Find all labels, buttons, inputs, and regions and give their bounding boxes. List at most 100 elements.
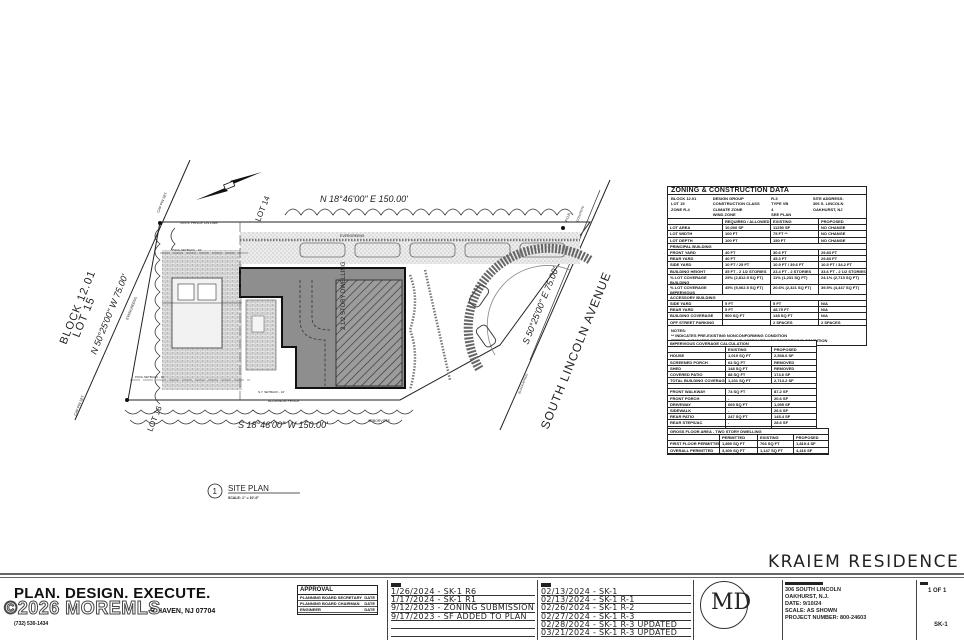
cell: 148 SQ FT xyxy=(726,365,772,372)
revision-list-1: 1/26/2024 - SK-1 R6 1/17/2024 - SK-1 R1 … xyxy=(391,583,535,638)
cell: TOTAL BUILDING COVERAGE xyxy=(670,378,726,384)
zoning-construction-table: ZONING & CONSTRUCTION DATA BLOCK 12.01 L… xyxy=(667,186,867,347)
cell: 24.1% (2,713 SQ FT) xyxy=(821,274,860,280)
cell: % LOT COVERAGE BUILDING xyxy=(668,274,723,284)
setback-lines xyxy=(130,222,250,400)
title-block-divider xyxy=(782,580,783,640)
title-block-divider xyxy=(387,580,388,640)
table-row: FRONT PORCH-20.6 SF xyxy=(668,395,816,402)
drawing-number: 1 xyxy=(213,487,218,496)
cell: REAR YARD xyxy=(668,256,723,262)
column-header xyxy=(668,219,723,225)
accessory-building-section: ACCESSORY BUILDING xyxy=(668,295,866,302)
approval-date: DATE xyxy=(364,595,375,600)
column-header xyxy=(668,347,726,353)
cell: 10.5 FT / 34.2 FT xyxy=(821,262,852,268)
cell: 247 SQ FT xyxy=(726,414,772,420)
project-city: OAKHURST, N.J. xyxy=(785,594,829,600)
table-row: REAR STEPS/AC-28.6 SF xyxy=(668,420,816,427)
cap-pin-bottom-label: CAP PIN SET xyxy=(73,394,85,416)
cell: 500 SQ FT xyxy=(723,313,771,319)
cell: 88 SQ FT xyxy=(726,372,772,378)
cell: 29.83 FT xyxy=(821,250,838,256)
cap-pin-top-icon xyxy=(158,221,162,225)
cell: 39.5% (4,447 SQ FT) xyxy=(821,284,860,290)
cell: 30.6 FT xyxy=(771,250,819,256)
note-preexisting: ** INDICATES PRE-EXISTING NONCONFORMING … xyxy=(671,333,788,339)
lot-value: LOT 15 xyxy=(671,201,685,207)
cell: 1,819.4 SF xyxy=(796,441,816,447)
firm-slogan: PLAN. DESIGN. EXECUTE. xyxy=(14,585,211,602)
bearing-bottom: S 18°46'00" W 150.00' xyxy=(238,420,328,430)
cell: 669 SQ FT xyxy=(726,401,772,408)
revision-entry: 02/28/2024 - SK-1 R-3 UPDATED xyxy=(541,620,691,629)
cell: 100 FT xyxy=(723,237,771,243)
cell: 4,416 SF xyxy=(796,447,813,453)
approval-date: DATE xyxy=(364,607,375,612)
cell: 20.6% (2,321 SQ FT) xyxy=(771,284,819,294)
north-arrow-icon xyxy=(196,172,262,200)
firm-phone: (732) 530-1434 xyxy=(14,621,49,627)
design-group-value: R-3 xyxy=(771,196,778,202)
cell: 45% (5,062.5 SQ FT) xyxy=(723,284,771,294)
table-row: SIDEWALK-26.6 SF xyxy=(668,408,816,415)
cell: 1,147 SQ FT xyxy=(758,447,794,453)
cell: SIDE YARD xyxy=(668,262,723,268)
cell: 100 FT xyxy=(723,231,771,237)
cell: 1,890 SQ FT xyxy=(720,441,758,447)
cell: 40 FT xyxy=(723,256,771,262)
project-info-label-marker xyxy=(785,582,823,585)
cell: 148 SQ FT xyxy=(771,313,819,319)
cell: SHED xyxy=(668,365,726,372)
revision-entry: 9/12/2023 - ZONING SUBMISSION xyxy=(391,603,535,613)
cell: HOUSE xyxy=(668,353,726,359)
site-address-street: 306 S. LINCOLN xyxy=(812,201,844,207)
cell: 5 FT xyxy=(771,301,819,307)
watermark: ©2026 MOREMLS xyxy=(4,598,161,619)
pool-setback-top-label: POOL SETBACK - 10' xyxy=(172,248,202,252)
column-header: EXISTING xyxy=(771,219,819,225)
column-header: REQUIRED / ALLOWED xyxy=(725,219,771,225)
cell: 11% (1,231 SQ FT) xyxy=(771,274,819,284)
cell: 75 FT ** xyxy=(771,231,819,237)
cell: COVERED PATIO xyxy=(668,372,726,378)
title-block-divider xyxy=(916,580,917,640)
revision-entry: 1/26/2024 - SK-1 R6 xyxy=(391,587,535,597)
cell: FIRST FLOOR PERMITTED xyxy=(670,441,720,447)
landscape-beds xyxy=(240,238,580,391)
revision-entry: 02/13/2024 - SK-1 R-1 xyxy=(541,595,691,605)
cell: 87.2 SF xyxy=(774,389,789,395)
revision-entry-empty xyxy=(391,621,535,629)
cell: DRIVEWAY xyxy=(668,401,726,408)
revision-list-2: 02/13/2024 - SK-1 02/13/2024 - SK-1 R-1 … xyxy=(541,583,691,638)
revision-label-marker xyxy=(391,583,401,587)
cell: 10,000 SF xyxy=(723,225,771,231)
cell: 5 FT xyxy=(723,301,771,307)
column-header: EXISTING xyxy=(758,435,794,441)
cell: 150 FT xyxy=(771,237,819,243)
site-address-label: SITE ADDRESS: xyxy=(812,196,844,202)
cell: BUILDING COVERAGE xyxy=(668,313,723,319)
column-header: PERMITTED xyxy=(720,435,758,441)
cell: 766 SQ FT xyxy=(758,441,794,447)
cell: LOT WIDTH xyxy=(668,231,723,237)
cell: 1,019 SQ FT xyxy=(726,353,772,359)
cell: - xyxy=(726,395,772,401)
zoning-table-title: ZONING & CONSTRUCTION DATA xyxy=(668,187,866,196)
gross-floor-area-table: GROSS FLOOR AREA - TWO STORY DWELLING PE… xyxy=(667,428,829,455)
pob-marker-icon xyxy=(561,226,565,230)
project-date: DATE: 9/10/24 xyxy=(785,601,822,607)
sheet-info: 1 OF 1 SK-1 xyxy=(920,582,948,628)
